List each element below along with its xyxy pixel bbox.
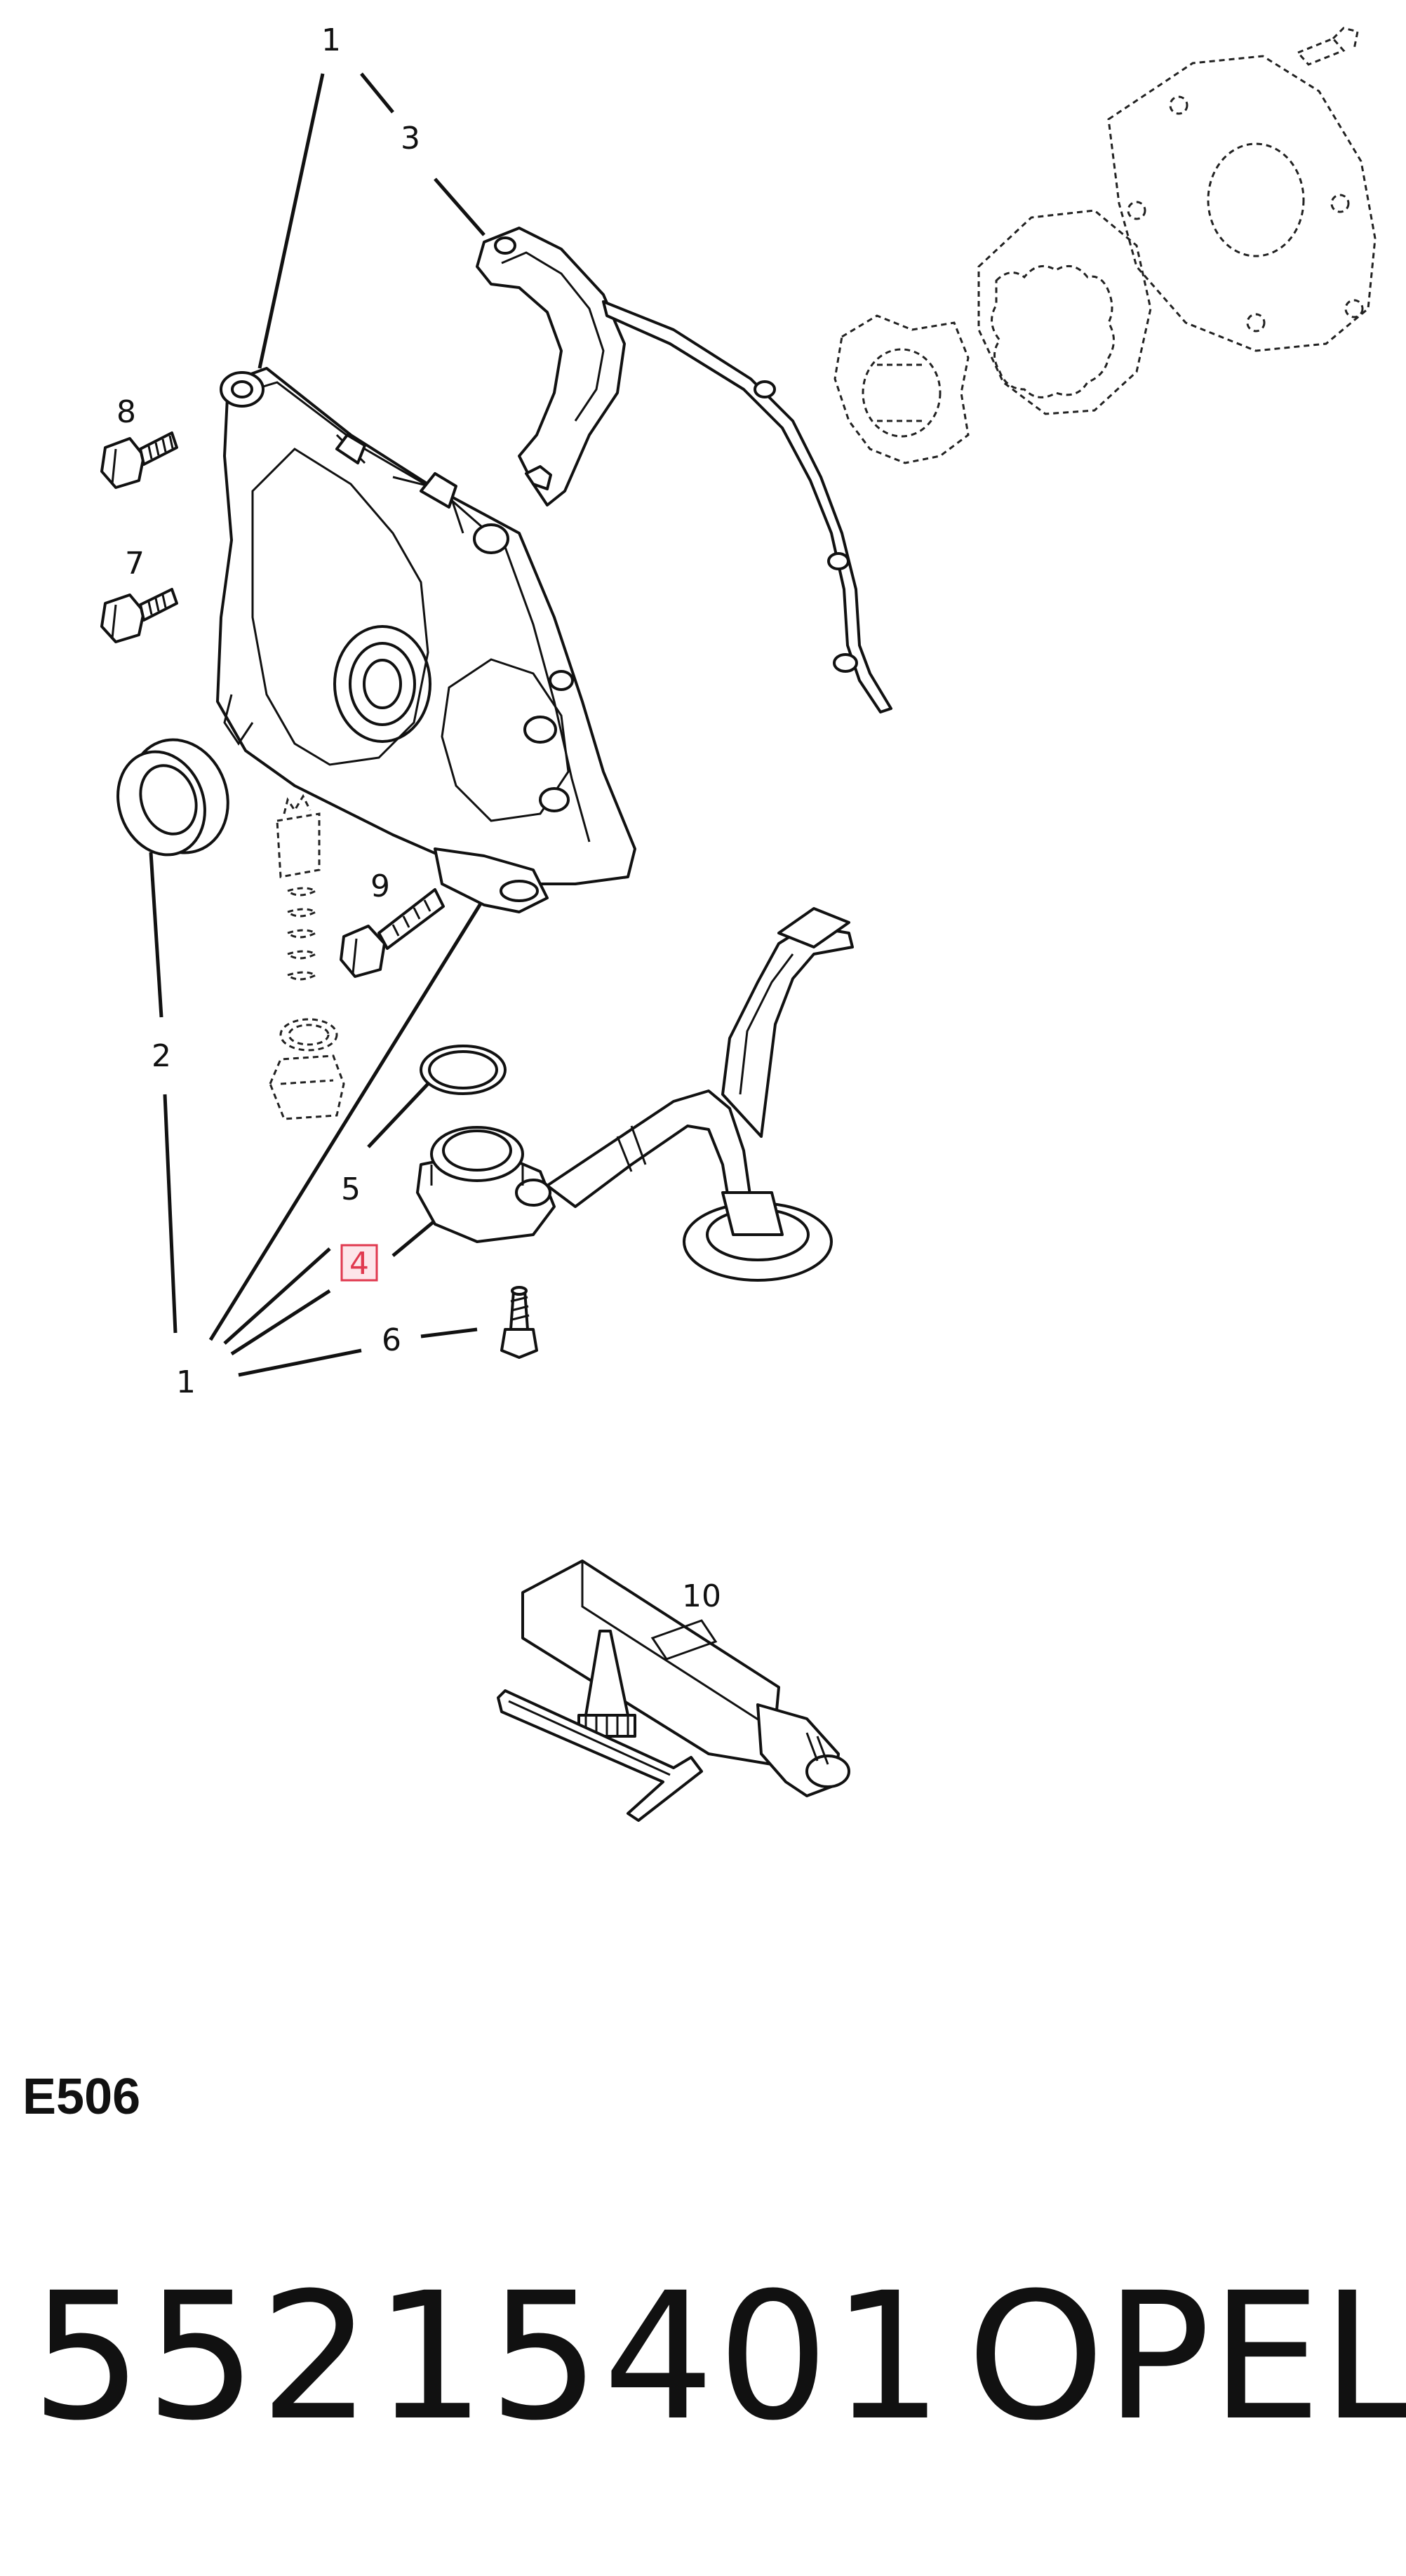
callout-4-highlight-box (340, 1244, 378, 1282)
callout-2: 2 (152, 1038, 171, 1074)
callout-3: 3 (401, 121, 420, 156)
callout-9: 9 (370, 868, 390, 904)
gasket-3-icon (476, 227, 892, 713)
oil-pump-rotor-set-icon (833, 27, 1377, 464)
callout-8: 8 (116, 394, 136, 430)
part-number: 55215401 (31, 2255, 946, 2459)
callout-1-bottom: 1 (176, 1364, 196, 1400)
tool-kit-10-icon (497, 1559, 850, 1822)
bolt-9-icon (340, 888, 445, 978)
exploded-parts-diagram: 1 3 8 7 2 9 5 4 1 6 10 (100, 22, 1377, 1822)
bolt-8-icon (100, 431, 178, 489)
callout-10: 10 (682, 1578, 721, 1614)
seal-ring-2-icon (116, 738, 229, 857)
callout-1-top: 1 (321, 22, 341, 58)
front-cover-housing-1-icon (216, 367, 636, 913)
callout-5: 5 (341, 1172, 361, 1207)
o-ring-5-icon (420, 1045, 507, 1095)
brand-name: OPEL (967, 2255, 1406, 2459)
callout-labels: 1 3 8 7 2 9 5 4 1 6 10 (116, 22, 721, 1614)
diagram-code: E506 (22, 2069, 141, 2125)
callout-6: 6 (382, 1322, 401, 1358)
callout-4: 4 (349, 1246, 369, 1282)
bolt-6-icon (500, 1286, 538, 1359)
leader-lines (149, 72, 486, 1377)
callout-7: 7 (125, 546, 145, 582)
relief-valve-parts-icon (269, 793, 345, 1120)
oil-suction-pipe-4-icon (416, 907, 854, 1282)
bolt-7-icon (100, 588, 178, 643)
